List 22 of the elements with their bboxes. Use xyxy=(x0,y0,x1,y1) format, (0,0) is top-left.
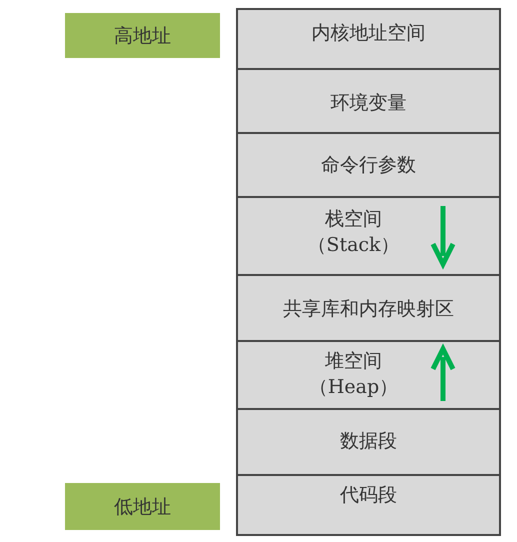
memory-segment xyxy=(236,474,501,536)
segment-label: 低地址 xyxy=(113,495,172,520)
segment-label: 代码段 xyxy=(339,483,398,508)
segment-label: 堆空间 xyxy=(324,349,383,374)
memory-segment xyxy=(236,132,501,198)
memory-segment xyxy=(236,8,501,70)
memory-segment xyxy=(236,408,501,476)
segment-label: 内核地址空间 xyxy=(310,21,426,46)
segment-label: 栈空间 xyxy=(324,207,383,232)
segment-label: 数据段 xyxy=(339,429,398,454)
segment-label: 高地址 xyxy=(113,24,172,49)
memory-segment xyxy=(236,196,501,276)
address-label xyxy=(65,483,220,530)
memory-segment xyxy=(236,274,501,342)
segment-label: 命令行参数 xyxy=(320,153,417,178)
address-label xyxy=(65,13,220,58)
segment-label: （Heap） xyxy=(308,375,400,400)
segment-label: 环境变量 xyxy=(330,91,408,116)
segment-label: 共享库和内存映射区 xyxy=(282,297,455,322)
memory-segment xyxy=(236,340,501,410)
memory-segment xyxy=(236,68,501,134)
segment-label: （Stack） xyxy=(306,233,401,258)
